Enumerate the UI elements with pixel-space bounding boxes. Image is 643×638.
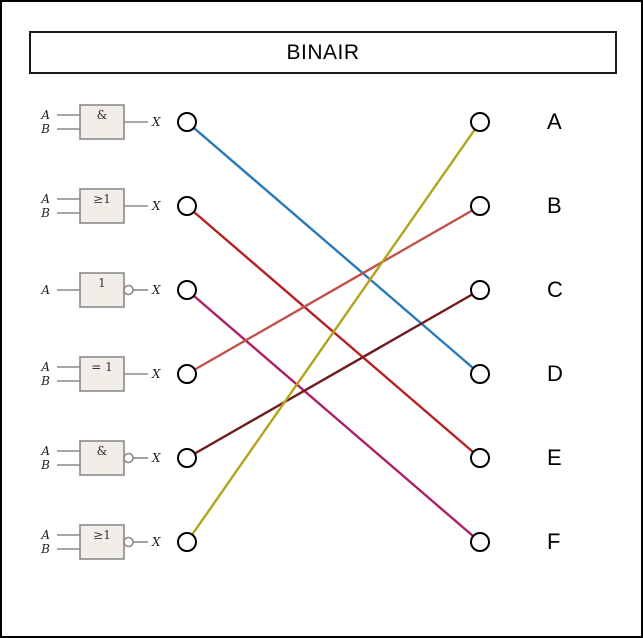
left-port-not-gate[interactable] xyxy=(177,280,197,300)
gate-input-label: A xyxy=(40,360,50,374)
right-port-option-E[interactable] xyxy=(470,448,490,468)
right-port-option-A[interactable] xyxy=(470,112,490,132)
gate-input-label: B xyxy=(40,458,50,472)
option-label-C: C xyxy=(547,277,563,302)
left-port-nor-gate[interactable] xyxy=(177,532,197,552)
gate-input-label: A xyxy=(40,444,50,458)
right-port-option-C[interactable] xyxy=(470,280,490,300)
gate-output-label: X xyxy=(151,367,161,381)
gate-input-label: A xyxy=(40,192,50,206)
gate-input-label: B xyxy=(40,122,50,136)
gate-input-label: A xyxy=(40,283,50,297)
gate-symbol: 1 xyxy=(98,276,106,290)
gate-symbol: ≥1 xyxy=(93,528,111,542)
option-label-E: E xyxy=(547,445,562,470)
left-port-and-gate[interactable] xyxy=(177,112,197,132)
left-port-or-gate[interactable] xyxy=(177,196,197,216)
option-label-F: F xyxy=(547,529,561,554)
negation-bubble-icon xyxy=(123,284,134,296)
exercise-title: BINAIR xyxy=(29,31,617,74)
gate-symbol: & xyxy=(97,108,108,122)
gate-output-label: X xyxy=(151,283,161,297)
connection-line-nor-gate-to-A xyxy=(186,121,481,543)
gate-body xyxy=(79,104,125,140)
gate-input-label: B xyxy=(40,206,50,220)
gate-output-label: X xyxy=(151,535,161,549)
gate-body xyxy=(79,440,125,476)
gate-input-label: A xyxy=(40,108,50,122)
gate-input-label: B xyxy=(40,542,50,556)
nand-gate: AB & X xyxy=(40,440,161,476)
right-port-option-F[interactable] xyxy=(470,532,490,552)
right-port-option-B[interactable] xyxy=(470,196,490,216)
left-port-nand-gate[interactable] xyxy=(177,448,197,468)
gate-output-label: X xyxy=(151,451,161,465)
gate-symbol: = 1 xyxy=(91,360,113,374)
left-port-xor-gate[interactable] xyxy=(177,364,197,384)
gate-output-label: X xyxy=(151,199,161,213)
gate-body xyxy=(79,272,125,308)
connection-line-xor-gate-to-B xyxy=(186,204,481,376)
gate-input-label: A xyxy=(40,528,50,542)
gate-symbol: ≥1 xyxy=(93,192,111,206)
connection-line-and-gate-to-D xyxy=(186,121,481,375)
right-port-option-D[interactable] xyxy=(470,364,490,384)
negation-bubble-icon xyxy=(123,536,134,548)
xor-gate: AB = 1 X xyxy=(40,356,161,392)
and-gate: AB & X xyxy=(40,104,161,140)
negation-bubble-icon xyxy=(123,452,134,464)
connection-line-nand-gate-to-C xyxy=(186,288,481,460)
gate-body xyxy=(79,188,125,224)
gate-body xyxy=(79,524,125,560)
gate-input-label: B xyxy=(40,374,50,388)
option-label-D: D xyxy=(547,361,563,386)
connection-line-not-gate-to-F xyxy=(186,289,481,543)
option-label-B: B xyxy=(547,193,562,218)
gate-output-label: X xyxy=(151,115,161,129)
option-label-A: A xyxy=(547,109,562,134)
gate-symbol: & xyxy=(97,444,108,458)
